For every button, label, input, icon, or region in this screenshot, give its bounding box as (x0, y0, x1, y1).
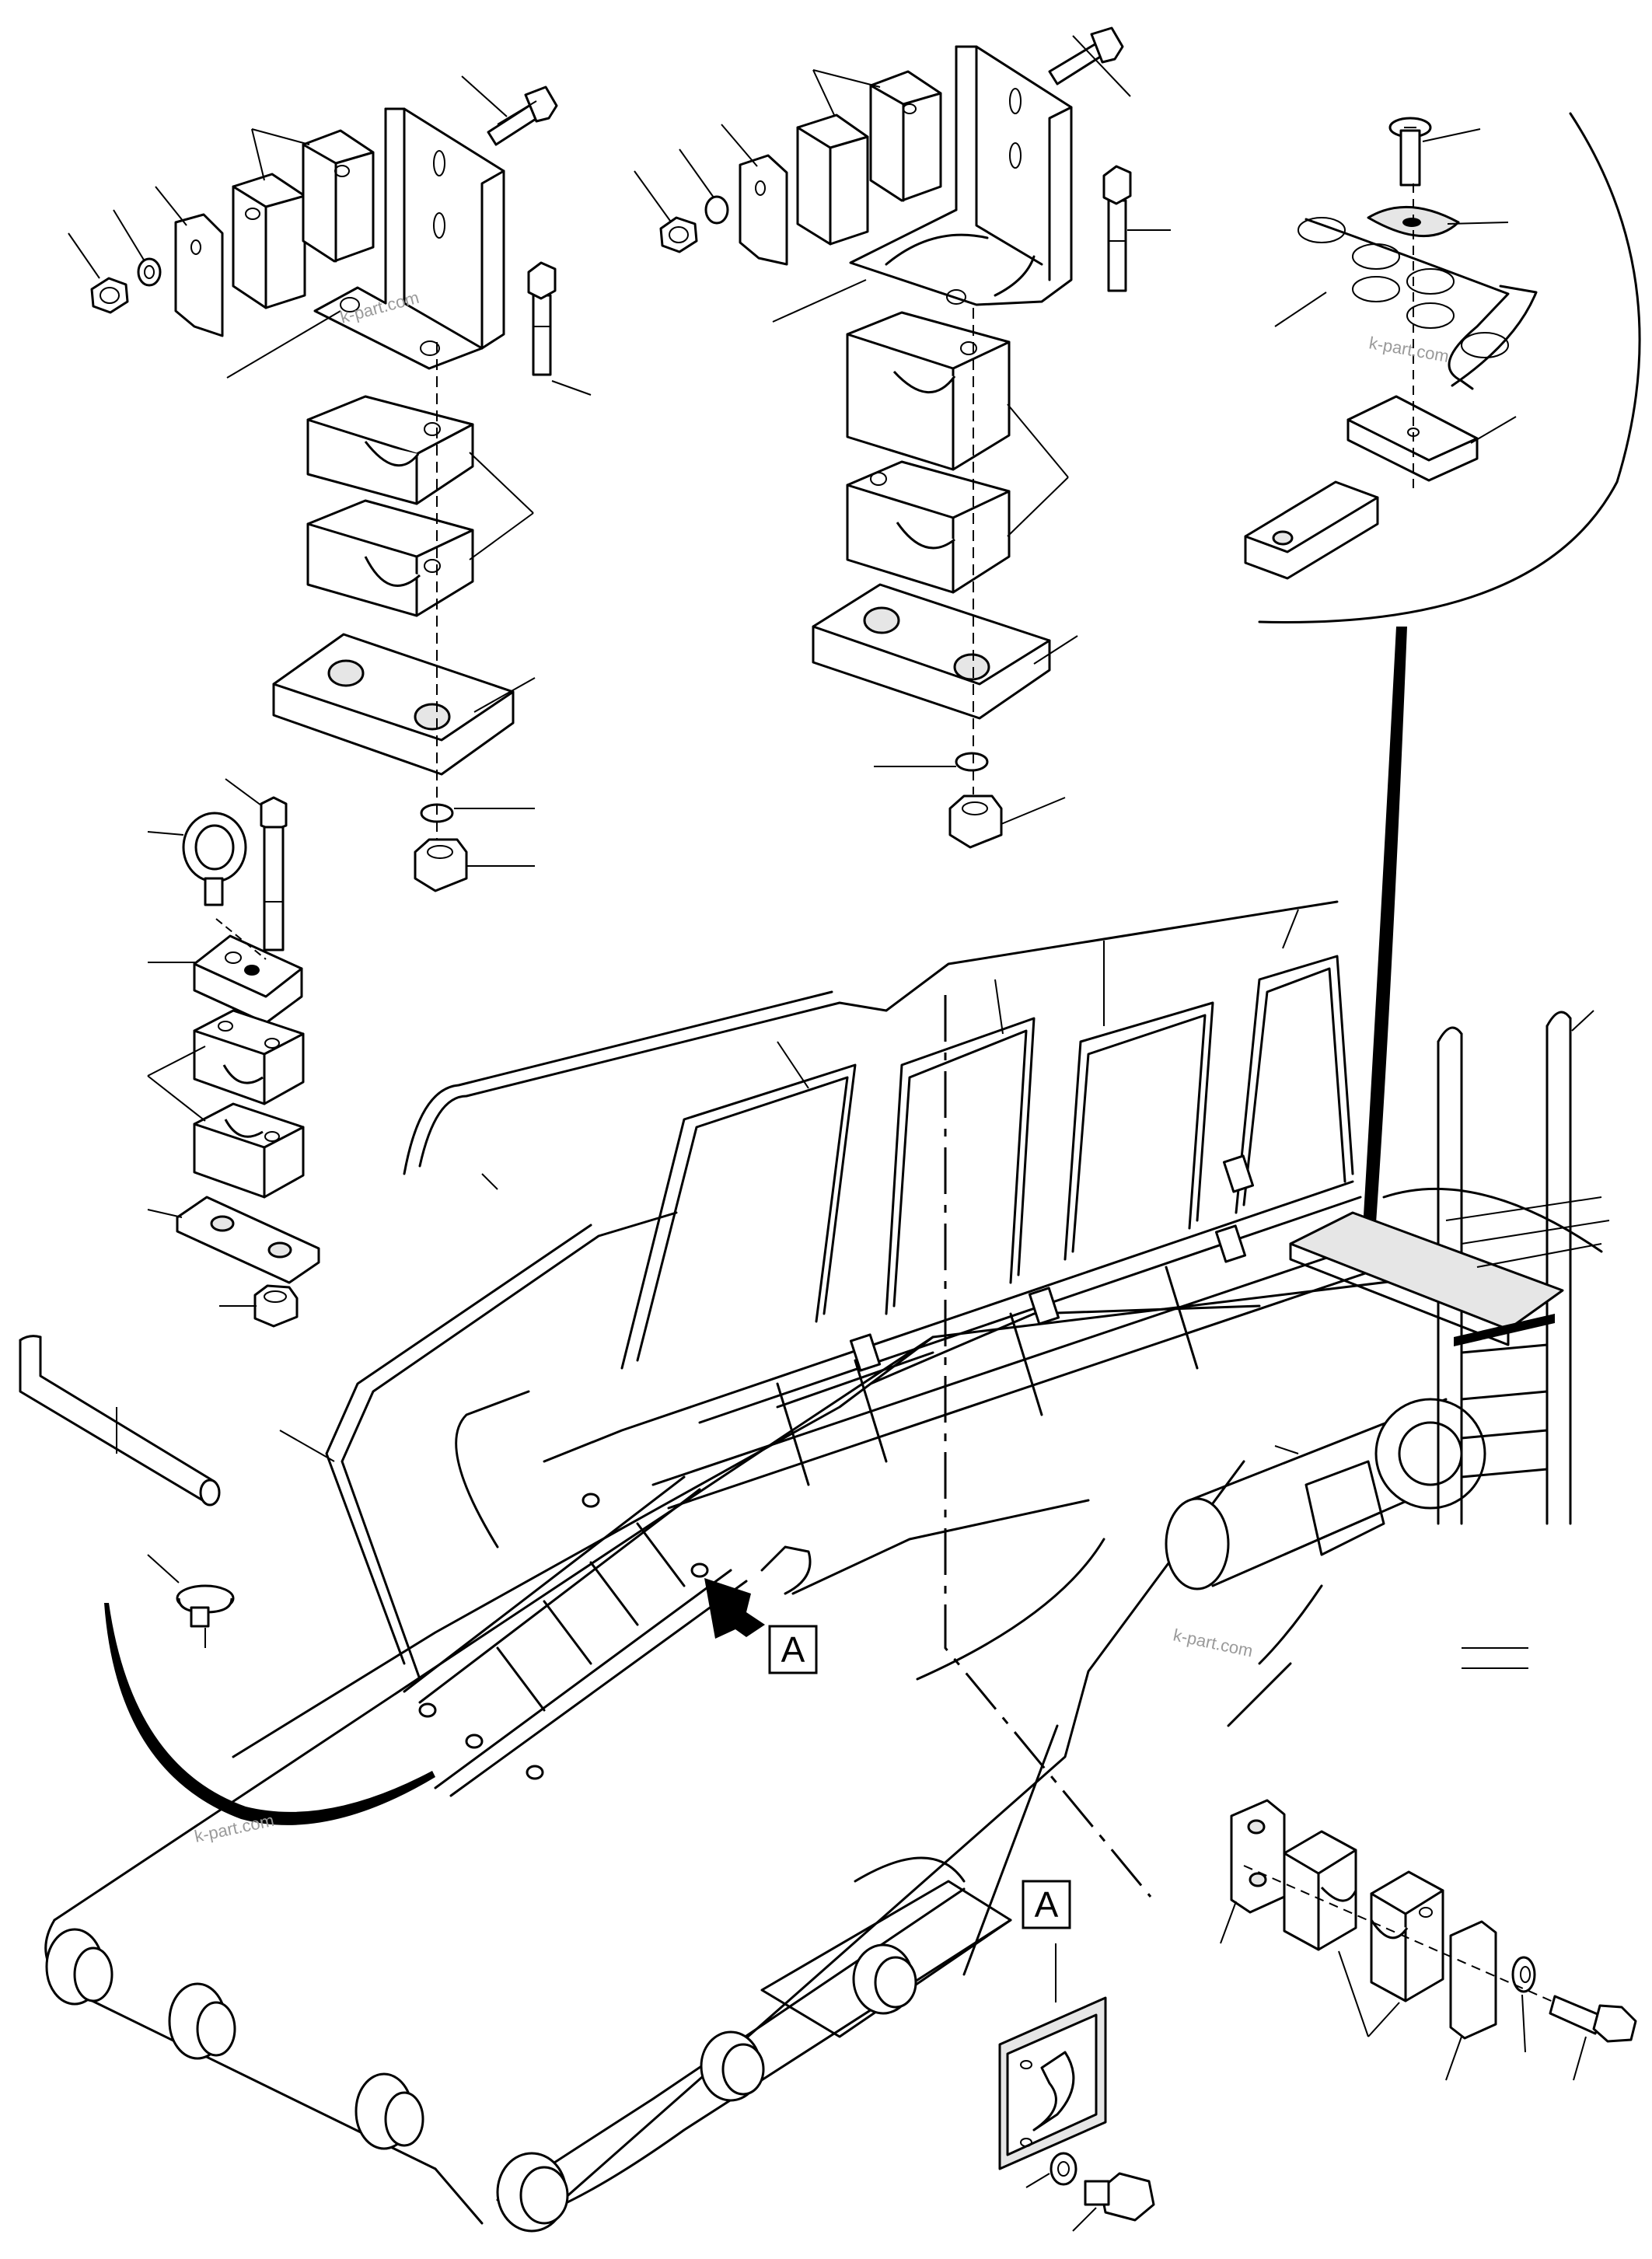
clamp-assembly-top-left (68, 75, 592, 892)
arrow-icon (704, 1578, 765, 1639)
hydraulic-cylinder (1165, 1398, 1528, 1727)
washer (955, 752, 989, 772)
leader-lines (147, 778, 267, 1307)
screw (1388, 117, 1432, 187)
eye-bolt (182, 812, 247, 906)
bolt (1102, 165, 1132, 292)
leader-lines (68, 75, 592, 867)
nut (253, 1284, 299, 1328)
clamp-half (846, 311, 1011, 471)
detail-a-box (1022, 1880, 1071, 1929)
view-arrow (704, 1545, 812, 1639)
clamp-half (302, 129, 375, 263)
leader-lines (634, 35, 1171, 825)
nut (414, 838, 468, 892)
handrail (325, 900, 1354, 1681)
clamp-half (193, 1102, 305, 1199)
clamp-half (796, 113, 869, 246)
leader-lines (1220, 1901, 1587, 2081)
track-roller (700, 2030, 765, 2102)
clamp-assembly-top-center (634, 26, 1171, 849)
track-roller (168, 1982, 236, 2060)
plate (174, 213, 224, 337)
washer (704, 195, 729, 225)
track-roller (354, 2072, 424, 2150)
clamp-half (306, 395, 474, 505)
clamp-half (869, 70, 942, 202)
plate (1449, 1920, 1497, 2040)
watermark: k-part.com (1172, 1625, 1255, 1660)
detail-a: A (998, 1880, 1155, 2232)
leader-lines (279, 909, 1610, 1462)
bolt (260, 796, 288, 951)
nut (948, 794, 1003, 849)
bracket-plate (998, 1943, 1107, 2170)
plate (739, 154, 788, 266)
arrow-icon (1360, 627, 1407, 1267)
view-marker-a: A (768, 1625, 818, 1674)
clamp-half (846, 460, 1011, 594)
clamp-half (1283, 1830, 1357, 1951)
nut-plate (1244, 480, 1379, 580)
bolt (1084, 2172, 1155, 2222)
track-roller (45, 1928, 114, 2006)
clamp-half (232, 173, 306, 309)
plug (147, 1554, 235, 1648)
bolt (527, 261, 557, 376)
centerline (944, 995, 1152, 1898)
washer (1511, 1956, 1536, 1993)
ladder (403, 1475, 748, 1797)
step-plate (1298, 217, 1538, 390)
track-roller (496, 2152, 569, 2233)
washer (137, 257, 162, 287)
clamp-assembly-left (147, 778, 320, 1328)
angle-bracket (313, 107, 505, 370)
step-platform (1289, 1187, 1603, 1346)
detail-circle: k-part.com (1244, 112, 1641, 1267)
plate (1230, 1799, 1286, 1914)
clamp-half (193, 1009, 305, 1105)
watermark: k-part.com (1367, 333, 1451, 366)
clamp-half (306, 499, 474, 617)
nut (90, 277, 129, 314)
bolt (487, 86, 558, 146)
clamp-half (1370, 1870, 1444, 2002)
washer (1050, 2152, 1077, 2186)
base-plate (812, 583, 1051, 720)
machine-frame: k-part.com (44, 900, 1603, 2233)
base-plate (272, 633, 515, 776)
track-roller (852, 1943, 917, 2015)
view-marker-label: A (781, 1629, 805, 1670)
clamp-assembly-bottom-right (1220, 1799, 1637, 2081)
washer-plate (176, 1196, 320, 1284)
plate (193, 934, 303, 1025)
leader-lines (1274, 128, 1517, 444)
nut (659, 216, 698, 253)
walkway-clamps (849, 1154, 1255, 1372)
detail-a-label: A (1035, 1884, 1059, 1925)
handrail-tube (19, 1335, 221, 1507)
angle-bracket (849, 45, 1073, 306)
arrow-icon (104, 1603, 435, 1825)
bolt (1549, 1995, 1637, 2043)
